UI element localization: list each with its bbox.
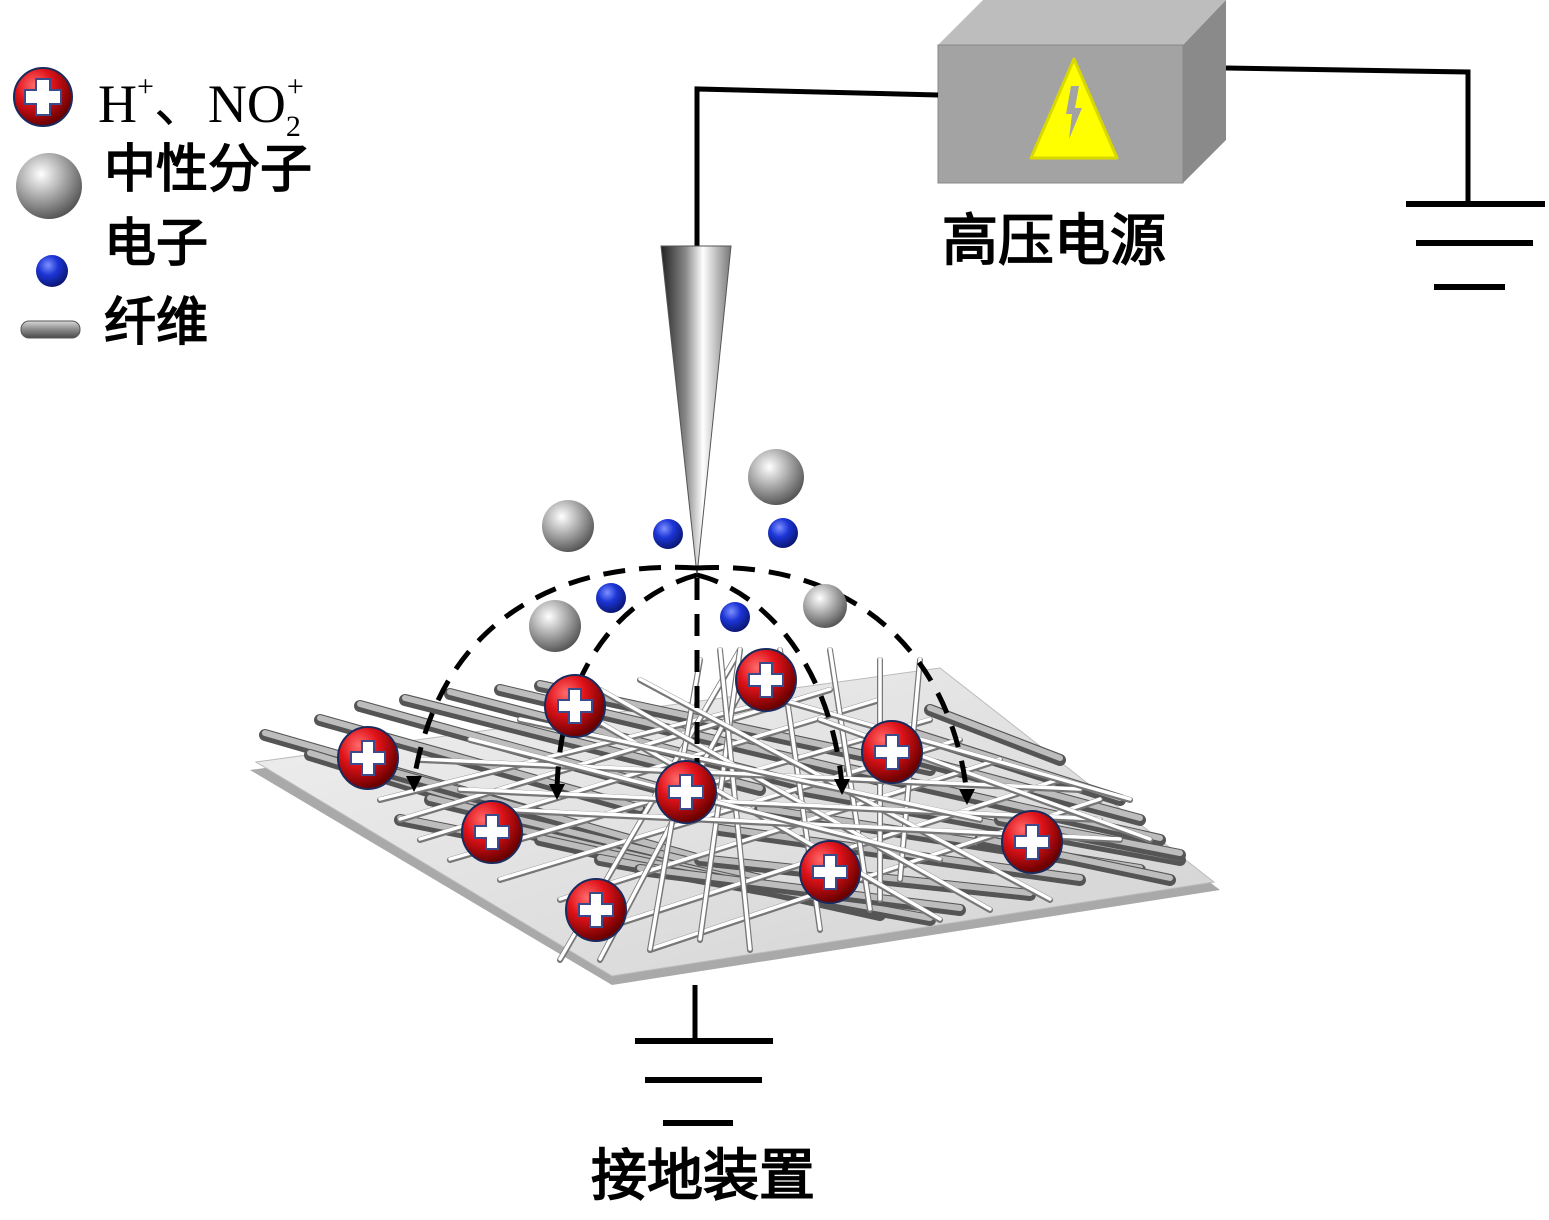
fiber-thin [518, 717, 982, 821]
fiber-thin [778, 697, 1132, 801]
power-supply-label: 高压电源 [942, 208, 1166, 274]
box-side-face [1183, 0, 1226, 183]
formula-charge: + [286, 70, 304, 103]
field-line-outer-right [696, 564, 970, 796]
legend-item-neutral-molecule [16, 153, 82, 219]
formula-no: 、NO [153, 74, 286, 134]
arrow-head [406, 776, 422, 792]
legend-item-electron [36, 255, 68, 287]
neutral-molecule [529, 600, 581, 652]
fiber-icon [20, 320, 81, 339]
circuit-wires [694, 65, 1471, 246]
ground-symbol-supply [1406, 201, 1545, 290]
field-line-inner-left [554, 572, 698, 791]
fiber-mat-thin [377, 647, 1153, 963]
high-voltage-warning-icon [1029, 57, 1119, 160]
formula-charge: + [137, 70, 154, 103]
legend-label-neutral-molecule: 中性分子 [104, 139, 313, 200]
formula-h: H [98, 74, 137, 134]
electric-field-lines [411, 564, 970, 800]
field-arrow-heads [406, 776, 975, 805]
needle-to-supply-wire [694, 86, 939, 246]
electron [596, 583, 626, 613]
neutral-molecule [542, 500, 594, 552]
arrow-head [549, 784, 565, 800]
positive-ion [544, 674, 606, 738]
legend-label-fiber: 纤维 [104, 292, 209, 353]
positive-ion-icon [13, 67, 73, 127]
electron [653, 519, 683, 549]
ground-device-label: 接地装置 [591, 1143, 815, 1209]
electron [720, 602, 750, 632]
neutral-molecule [748, 449, 804, 505]
positive-ion [337, 726, 399, 790]
fiber-thin [598, 687, 992, 911]
positive-ion [861, 720, 923, 784]
legend-item-ion [13, 67, 73, 127]
positive-ion [655, 760, 717, 824]
fiber-thin [458, 787, 1102, 821]
positive-ion [799, 840, 861, 904]
positive-ion [735, 648, 797, 712]
positive-ion [461, 800, 523, 864]
fiber-thick-highlight [927, 705, 1063, 761]
field-line-outer-left [411, 564, 698, 781]
supply-to-ground-wire [1225, 65, 1471, 205]
field-line-inner-right [696, 572, 845, 786]
spinneret-needle [660, 245, 732, 576]
positive-ion [1001, 810, 1063, 874]
legend-item-fiber [20, 320, 81, 339]
legend-label-ion: H+、NO2+ [98, 72, 304, 142]
formula-subscript: 2 [285, 110, 301, 143]
neutral-molecule [803, 584, 847, 628]
ground-symbol-collector [635, 985, 773, 1126]
electron [768, 518, 798, 548]
fiber-thin [378, 697, 782, 801]
arrow-head [834, 779, 850, 795]
neutral-molecules [529, 449, 847, 652]
box-top-face [938, 0, 1226, 45]
legend-label-electron: 电子 [104, 213, 209, 274]
high-voltage-power-supply [937, 0, 1226, 184]
electron-icon [36, 255, 68, 287]
electrons [596, 518, 798, 632]
neutral-molecule-icon [16, 153, 82, 219]
positive-ion [565, 878, 627, 942]
positive-ions [337, 648, 1063, 942]
legend [13, 67, 82, 339]
arrow-head [959, 789, 975, 805]
fiber-thin [418, 757, 1082, 791]
